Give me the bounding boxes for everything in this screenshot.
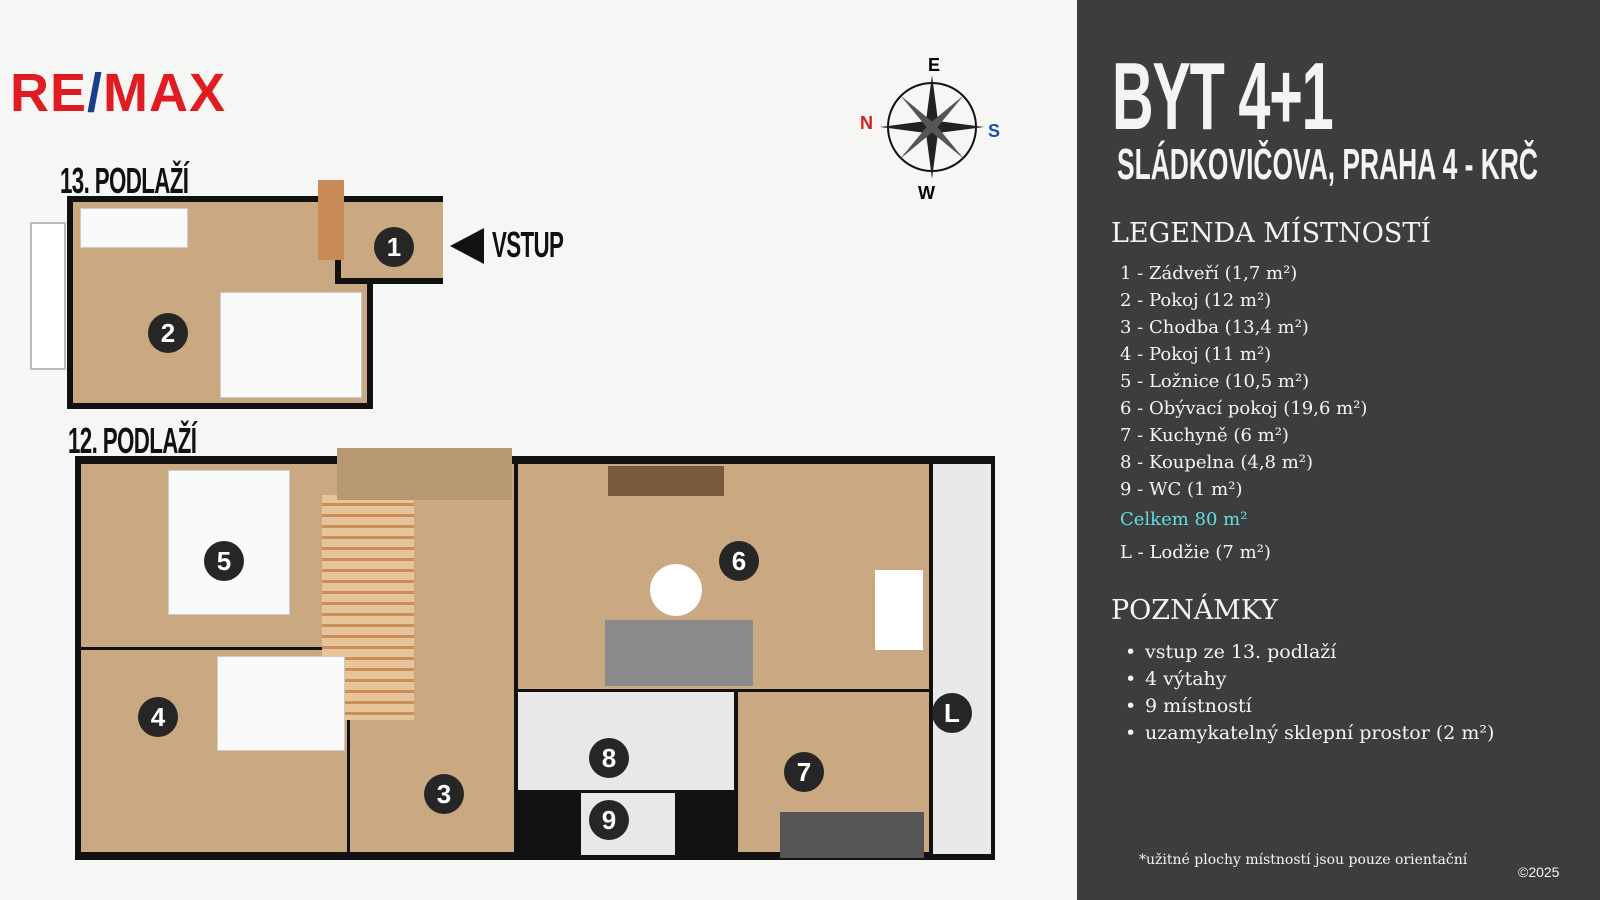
room-marker-8: 8: [589, 738, 629, 778]
legend-item: 1 - Zádveří (1,7 m²): [1120, 263, 1298, 284]
kitchen-counter: [780, 812, 924, 858]
entry-arrow-icon: [450, 228, 484, 264]
legend-item: 8 - Koupelna (4,8 m²): [1120, 452, 1314, 473]
bed: [217, 656, 345, 751]
legend-item: 3 - Chodba (13,4 m²): [1120, 317, 1309, 338]
sofa: [605, 620, 753, 686]
stair-railing: [318, 180, 344, 260]
listing-address: SLÁDKOVIČOVA, PRAHA 4 - KRČ: [1117, 140, 1538, 189]
legend-heading: LEGENDA MÍSTNOSTÍ: [1111, 218, 1432, 249]
legend-item-loggia: L - Lodžie (7 m²): [1120, 542, 1271, 563]
legend-item: 7 - Kuchyně (6 m²): [1120, 425, 1289, 446]
room-marker-2: 2: [148, 313, 188, 353]
round-table: [650, 564, 702, 616]
stair-landing: [337, 448, 512, 500]
note-item: uzamykatelný sklepní prostor (2 m²): [1125, 722, 1494, 744]
compass-south: S: [988, 121, 1001, 141]
info-panel: BYT 4+1 SLÁDKOVIČOVA, PRAHA 4 - KRČ LEGE…: [1077, 0, 1600, 900]
room-4-area: [75, 647, 350, 858]
notes-heading: POZNÁMKY: [1111, 595, 1279, 626]
remax-logo: RE/MAX: [10, 63, 227, 123]
legend-item: 6 - Obývací pokoj (19,6 m²): [1120, 398, 1368, 419]
compass-east: E: [928, 55, 941, 75]
room-marker-7: 7: [784, 752, 824, 792]
floor-label-13: 13. PODLAŽÍ: [60, 160, 189, 201]
floor-label-12: 12. PODLAŽÍ: [68, 420, 197, 461]
room-marker-5: 5: [204, 541, 244, 581]
desk: [80, 208, 188, 248]
note-item: 4 výtahy: [1125, 668, 1226, 690]
legend-item: 2 - Pokoj (12 m²): [1120, 290, 1272, 311]
tv-stand: [608, 466, 724, 496]
room-marker-3: 3: [424, 774, 464, 814]
room-marker-6: 6: [719, 541, 759, 581]
entry-label: VSTUP: [492, 224, 564, 265]
footnote: *užitné plochy místností jsou pouze orie…: [1139, 852, 1468, 868]
listing-title: BYT 4+1: [1112, 43, 1334, 150]
legend-item: 5 - Ložnice (10,5 m²): [1120, 371, 1310, 392]
legend-item: 4 - Pokoj (11 m²): [1120, 344, 1272, 365]
compass-west: W: [918, 183, 935, 203]
room-marker-loggia: L: [932, 693, 972, 733]
dining-table: [875, 570, 923, 650]
note-item: vstup ze 13. podlaží: [1125, 641, 1336, 663]
loggia-area: [930, 458, 995, 858]
window: [30, 222, 66, 370]
room-marker-1: 1: [374, 227, 414, 267]
total-area: Celkem 80 m²: [1120, 509, 1248, 530]
bed: [220, 292, 362, 398]
copyright: ©2025: [1518, 864, 1560, 880]
room-marker-4: 4: [138, 697, 178, 737]
compass-icon: N E S W: [860, 55, 1010, 205]
legend-item: 9 - WC (1 m²): [1120, 479, 1243, 500]
compass-north: N: [860, 113, 873, 133]
room-marker-9: 9: [589, 800, 629, 840]
note-item: 9 místností: [1125, 695, 1252, 717]
room-8-area: [515, 689, 737, 793]
